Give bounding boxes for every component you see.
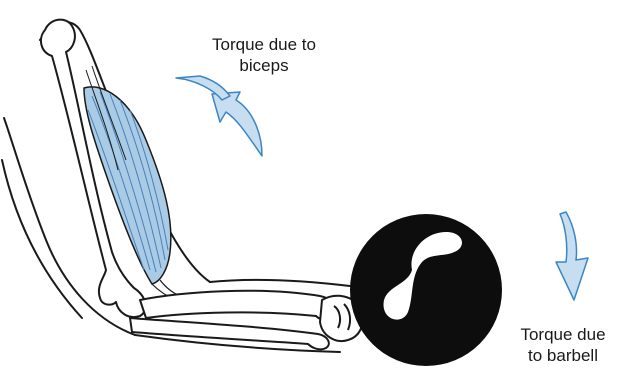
forearm-bones <box>130 291 334 350</box>
biceps-torque-arrow-icon <box>176 76 262 156</box>
barbell-torque-label: Torque due to barbell <box>505 324 621 366</box>
biceps-torque-label: Torque due to biceps <box>196 34 332 76</box>
barbell-torque-label-line1: Torque due <box>505 324 621 345</box>
biceps-torque-label-line1: Torque due to <box>196 34 332 55</box>
biceps-torque-label-line2: biceps <box>196 55 332 76</box>
biceps-muscle <box>84 66 171 284</box>
barbell-weight <box>350 214 502 366</box>
barbell-torque-arrow-icon <box>556 212 588 300</box>
barbell-torque-label-line2: to barbell <box>505 345 621 366</box>
